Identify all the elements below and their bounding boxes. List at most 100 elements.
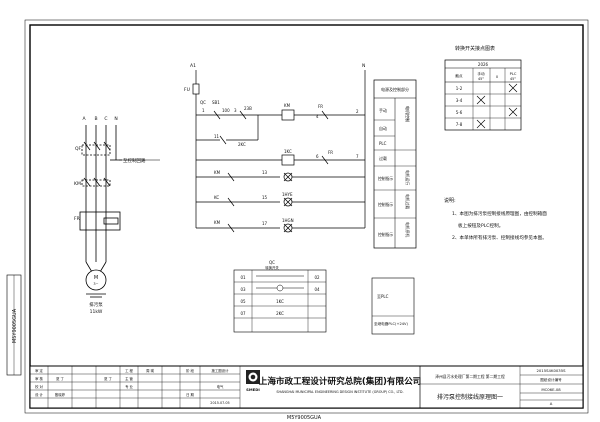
hy-label: 1HYE	[282, 192, 293, 197]
ft-row5-b: 电机运行	[405, 170, 410, 185]
switch-row2-contact: 3-4	[456, 98, 463, 103]
terminal-right-2: 04	[314, 287, 320, 292]
switch-angle-manual: 45°	[478, 77, 484, 81]
terminal-left-4: 07	[240, 311, 246, 316]
km-coil-label: KM	[284, 103, 291, 108]
switch-mark-x	[476, 95, 486, 105]
discipline: 电气	[217, 384, 224, 389]
terminal-table: QC 转换开关 01 03 05 07 02 04 1KC 2KC	[233, 260, 327, 333]
sheet-label: 图纸设计编号	[540, 377, 562, 382]
to-control-label: 至控制回路	[123, 157, 146, 164]
name-2: 殷晓婷	[55, 392, 66, 397]
ft-row3-a: PLC	[379, 141, 387, 146]
ft-row7-a: 控制指示	[378, 232, 393, 237]
kc3-label: KC	[214, 195, 219, 200]
company-name-en: SHANGHAI MUNICIPAL ENGINEERING DESIGN IN…	[276, 390, 403, 394]
ft-row6-b: 电机过载	[405, 194, 410, 209]
switch-header-manual: 手动	[477, 71, 485, 76]
n17-label: 17	[262, 221, 268, 226]
ft-row1-a: 手动	[379, 107, 387, 113]
n2-label: 2	[356, 109, 359, 114]
phase-c: C	[104, 116, 107, 122]
role-1: 审 定	[35, 368, 43, 373]
plc-label-2: 至继电器PLC(+24V)	[374, 321, 408, 326]
logo-text: SMEDI	[246, 387, 260, 392]
qc-label: QC	[200, 100, 206, 105]
sub-number: MC06E-08	[541, 387, 561, 392]
n100-label: 100	[222, 108, 230, 113]
pump-label: 排污泵	[89, 301, 103, 308]
switch-header-plc: PLC	[510, 72, 517, 76]
n7-label: 7	[356, 154, 359, 159]
sb1-label: SB1	[212, 100, 220, 105]
notes-title: 说明:	[444, 197, 456, 204]
switch-row1-contact: 1-2	[456, 86, 463, 91]
phase-stage: 施工图设计	[212, 368, 230, 373]
switch-marks	[476, 83, 518, 129]
function-table: 电源及控制部分 手动 电机控制 自动 PLC 过载 控制指示 电机运行 控制指示…	[373, 79, 417, 249]
fu-label: FU	[184, 87, 190, 93]
terminal-left-1: 01	[240, 275, 246, 280]
terminal-left-3: 05	[240, 299, 246, 304]
notes: 说明: 1、本图为排污泵控制接线原理图，由控制箱面 板上按钮及PLC控制。 2、…	[444, 197, 547, 241]
n1-label: 1	[202, 108, 205, 113]
bottom-code-text: M5Y9005GUA	[287, 415, 322, 421]
role-3: 校 对	[35, 384, 43, 389]
scale: A	[550, 401, 553, 406]
ft-row6-a: 控制指示	[378, 202, 393, 207]
switch-table-title: 转换开关接点图表	[455, 45, 495, 52]
n23b-label: 23B	[244, 106, 252, 111]
km4-label: KM	[214, 220, 221, 225]
switch-row4-contact: 7-8	[456, 122, 463, 127]
notes-line3: 2、本单体所有排污泵、控制接线均参见本图。	[452, 234, 547, 241]
switch-mark-x	[508, 107, 518, 117]
phase-b: B	[94, 116, 97, 122]
function-table-header: 电源及控制部分	[381, 86, 409, 92]
switch-row3-contact: 5-6	[456, 110, 463, 115]
control-circuit	[192, 70, 366, 233]
plc-label-1: 至PLC	[377, 294, 389, 299]
role-2: 审 核	[35, 376, 43, 381]
drawing-title: 排污泵控制接线原理图一	[437, 393, 503, 401]
qf-label: QF	[75, 146, 82, 152]
notes-line2: 板上按钮及PLC控制。	[458, 222, 503, 229]
ft-row2-a: 自动	[379, 125, 387, 131]
ft-row4-a: 过载	[379, 155, 387, 161]
fr2-label: FR	[328, 150, 333, 155]
pump-power: 11kW	[90, 309, 103, 315]
role2-2: 主 管	[125, 376, 133, 381]
notes-line1: 1、本图为排污泵控制接线原理图，由控制箱面	[452, 210, 547, 217]
n13-label: 13	[262, 170, 268, 175]
fr-label: FR	[74, 216, 80, 222]
n15-label: 15	[262, 195, 268, 200]
phase-n: N	[114, 116, 117, 122]
switch-contact-table: 转换开关接点图表 2026 触点 手动 45° 0 PLC 45° 1-2 3-…	[444, 45, 522, 131]
km-label: KM	[74, 181, 81, 187]
name-1: 夏 丁	[56, 376, 64, 381]
terminal-right-1: 02	[314, 275, 320, 280]
title-block: 审 定 审 核 校 对 设 计 夏 丁 殷晓婷 夏 丁 周 瑛 工 程 主 管 …	[29, 365, 584, 409]
hg-label: 1HGN	[282, 218, 294, 223]
ft-row1-b: 电机控制	[405, 106, 411, 122]
terminal-right-4: 2KC	[276, 311, 284, 316]
terminal-left-2: 03	[240, 287, 246, 292]
name-3: 夏 丁	[104, 376, 112, 381]
main-circuit-labels: A B C N QF KM FR 至控制回路 M 3~ 排污泵 11kW	[74, 116, 146, 315]
n11-label: 11	[214, 134, 220, 139]
date: 2015.07.05	[210, 401, 229, 405]
switch-model: 2026	[478, 62, 489, 67]
ctrl-a1: A1	[190, 63, 196, 69]
km2-label: KM	[214, 170, 221, 175]
project-name: 泽州县污水处理厂第二期工程 第二期工程	[435, 374, 505, 379]
phase-a: A	[82, 116, 86, 122]
drawing-number: 2015S4K0035S	[536, 368, 566, 373]
ctrl-n: N	[362, 63, 365, 69]
terminal-sub: 转换开关	[265, 265, 279, 270]
n3-label: 3	[234, 108, 237, 113]
role2-3: 专 业	[125, 384, 133, 389]
switch-header-contact: 触点	[455, 73, 463, 78]
smedi-logo-icon: SMEDI	[246, 370, 260, 392]
n6-label: 6	[316, 154, 319, 159]
